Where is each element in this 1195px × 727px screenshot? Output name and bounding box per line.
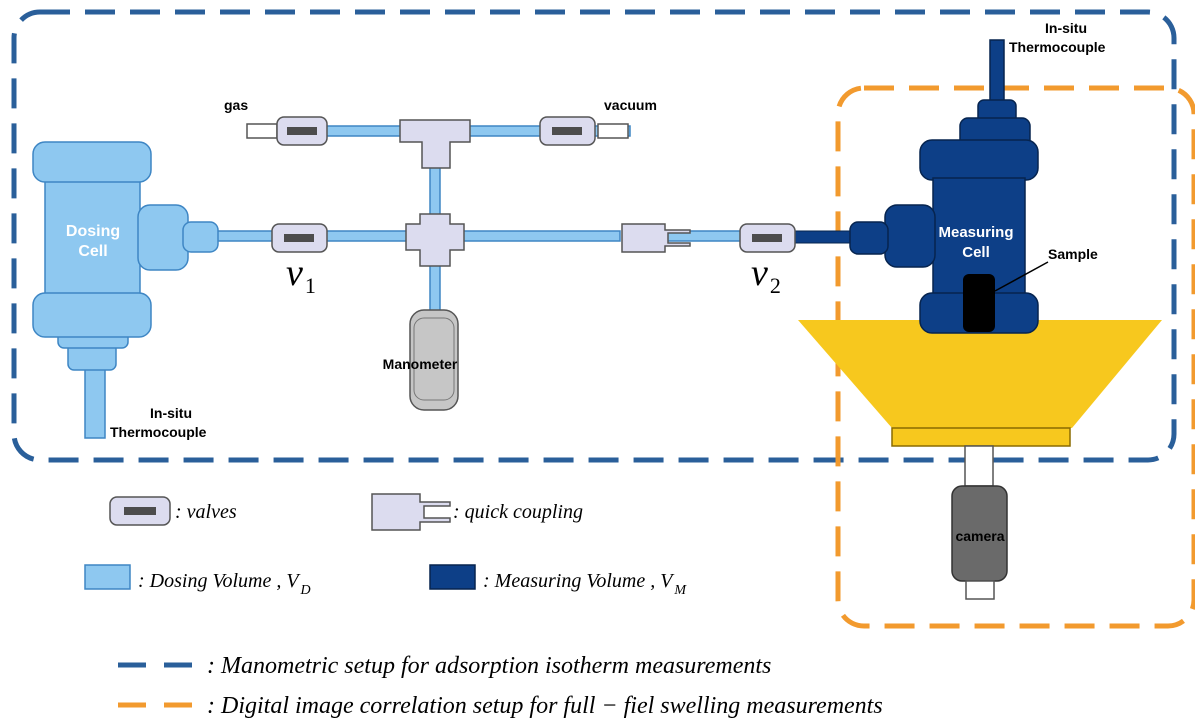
- sample-label: Sample: [1048, 246, 1098, 262]
- thermocouple-bottom-line1: In-situ: [150, 405, 192, 421]
- vacuum-inlet: [597, 123, 629, 139]
- thermocouple-top-line2: Thermocouple: [1009, 39, 1106, 55]
- measuring-cell: [849, 39, 1039, 334]
- vacuum-label: vacuum: [604, 97, 657, 113]
- manometer-label: Manometer: [383, 356, 458, 372]
- legend-valves-text: : valves: [175, 501, 237, 523]
- legend-dic-text: : Digital image correlation setup for fu…: [207, 693, 883, 719]
- cross-fitting: [405, 213, 465, 267]
- gas-inlet: [246, 123, 278, 139]
- legend-quick-coupling-icon: [371, 493, 451, 531]
- valve-vacuum: [539, 116, 596, 146]
- thermocouple-top-line1: In-situ: [1045, 20, 1087, 36]
- legend-manometric-text: : Manometric setup for adsorption isothe…: [207, 653, 771, 679]
- v2-label: v2: [751, 252, 781, 298]
- measuring-pipe: [794, 230, 856, 244]
- valve-gas: [276, 116, 328, 146]
- v1-label: v1: [286, 252, 316, 298]
- valve-v1: [271, 223, 328, 253]
- dosing-cell: [32, 141, 219, 439]
- measuring-cell-label-line1: Measuring: [938, 224, 1013, 241]
- dosing-cell-label-line1: Dosing: [66, 223, 120, 240]
- valve-v2: [739, 223, 796, 253]
- sample-pointer: [994, 261, 1049, 292]
- camera-label: camera: [955, 528, 1004, 544]
- thermocouple-bottom-line2: Thermocouple: [110, 424, 207, 440]
- gas-label: gas: [224, 97, 248, 113]
- dosing-cell-label-line2: Cell: [78, 243, 107, 260]
- legend-quick-coupling-text: : quick coupling: [453, 501, 583, 523]
- measuring-cell-label-line2: Cell: [962, 244, 990, 261]
- manometric-setup-boundary: [11, 9, 1177, 463]
- legend-valve-icon: [109, 496, 171, 526]
- sample: [963, 274, 995, 332]
- light-cone: [798, 320, 1162, 428]
- camera: [951, 445, 1008, 600]
- lens-plate: [891, 427, 1071, 447]
- manometer: [409, 309, 459, 411]
- quick-coupling: [621, 223, 691, 253]
- legend-measuring-swatch: [429, 564, 476, 590]
- tee-fitting: [399, 119, 471, 169]
- legend-dosing-swatch: [84, 564, 131, 590]
